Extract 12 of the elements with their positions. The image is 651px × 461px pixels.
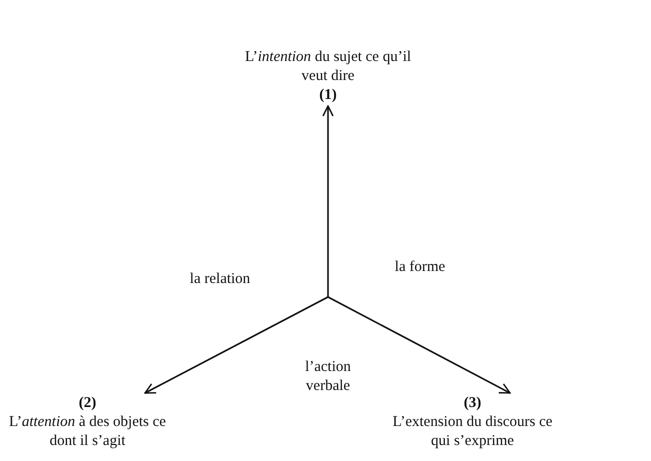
callout-number: (2) [78, 394, 96, 413]
arrow [322, 105, 334, 297]
callout-number: (3) [464, 394, 482, 413]
node-text: L’attention à des objets ce dont il s’agit [8, 413, 167, 451]
axis-label: l’action verbale [304, 358, 352, 396]
arrow [144, 296, 328, 394]
axis-label: la relation [188, 270, 252, 289]
node-text: L’extension du discours ce qui s’exprime [392, 413, 554, 451]
callout-number: (1) [319, 86, 337, 105]
arrow [328, 296, 511, 394]
node-text: L’intention du sujet ce qu’il veut dire [244, 48, 412, 86]
axis-label: la forme [394, 258, 446, 277]
